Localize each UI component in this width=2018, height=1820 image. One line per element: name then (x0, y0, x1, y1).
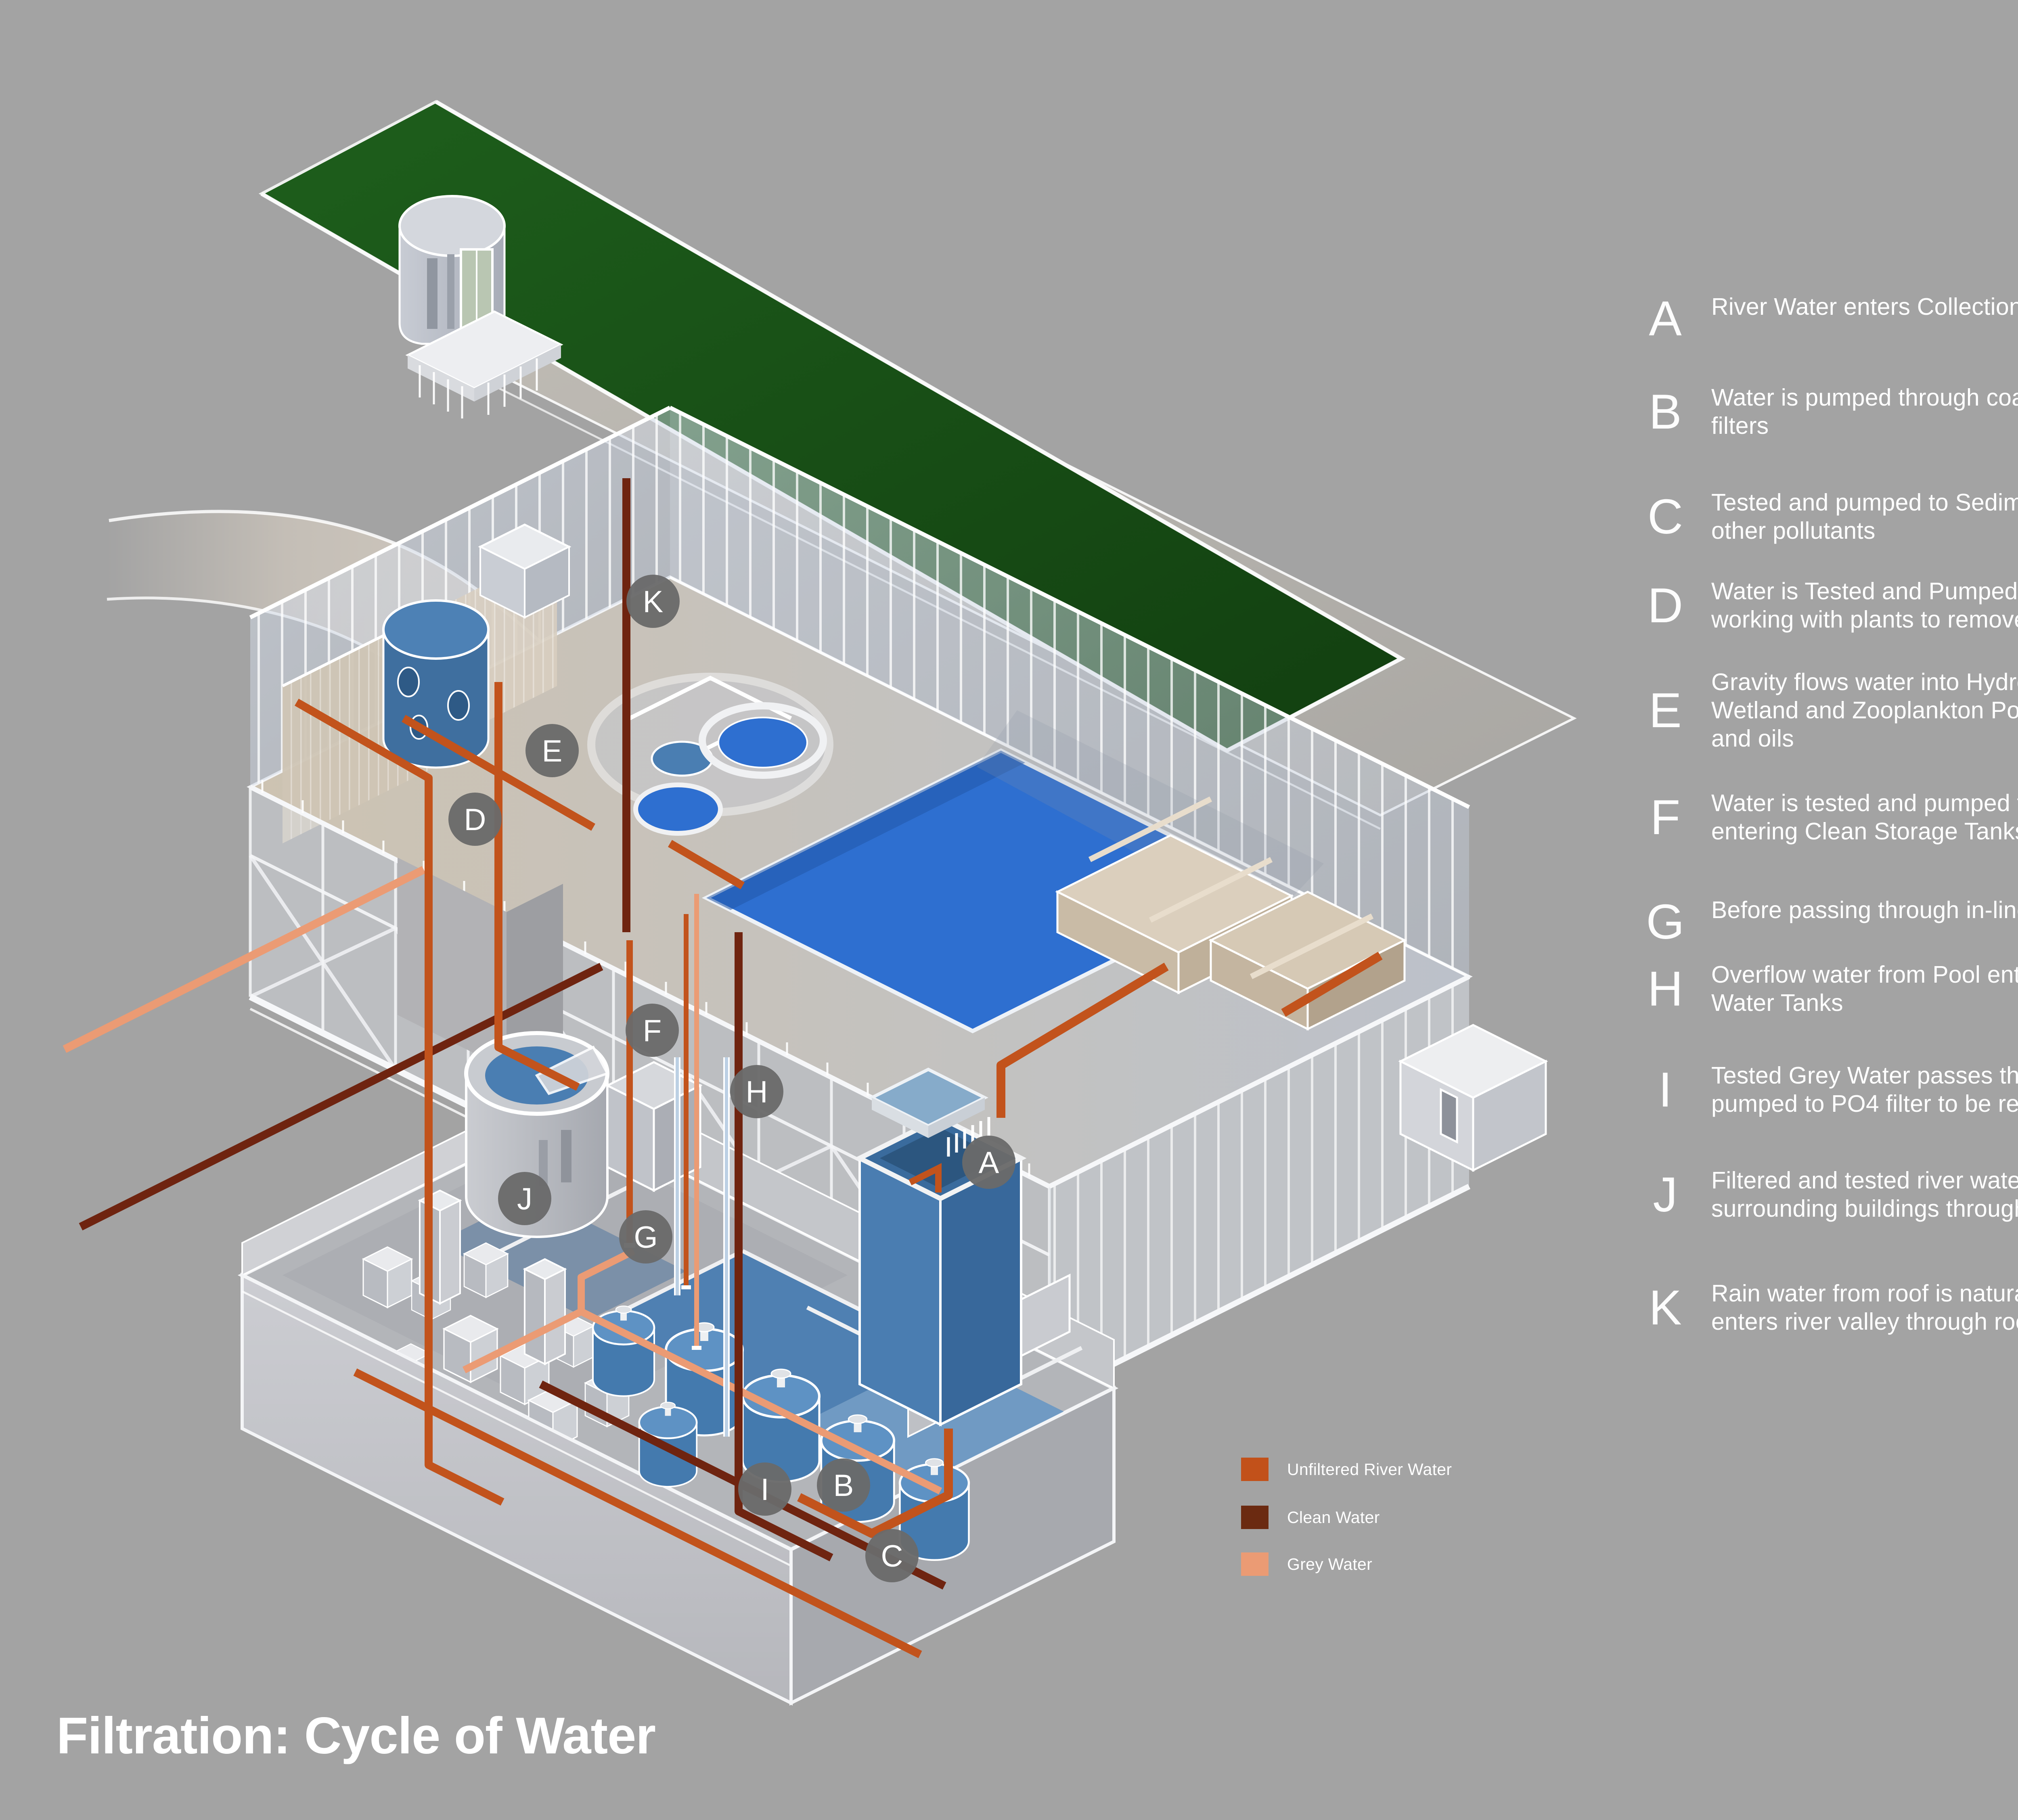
svg-text:K: K (643, 585, 664, 619)
clean-water-swatch (1241, 1506, 1269, 1529)
unfiltered-water-label: Unfiltered River Water (1287, 1460, 1452, 1479)
unfiltered-water-swatch (1241, 1458, 1269, 1481)
pipes-grey-water (63, 866, 942, 1495)
legend-text-h: Overflow water from Pool enters flushpip… (1711, 961, 2018, 1016)
legend-row-g: G Before passing through in-line coil hea… (1631, 896, 2018, 948)
svg-text:F: F (643, 1014, 662, 1048)
badge-e: E (525, 724, 579, 777)
beige-rooms (1055, 796, 1407, 1031)
sedimentation-slab (868, 1067, 988, 1138)
roof-pavilion (398, 195, 563, 418)
legend-row-c: C Tested and pumped to Sedimentation Cham… (1631, 488, 2018, 545)
legend-text-j: Filtered and tested river water goes bac… (1711, 1167, 2018, 1222)
page-title: Filtration: Cycle of Water (57, 1707, 656, 1765)
legend-letter-e: E (1649, 682, 1682, 738)
legend-text-i: Tested Grey Water passes through coarse … (1711, 1062, 2018, 1117)
legend-text-g: Before passing through in-line coil heat… (1711, 897, 2018, 923)
legend-row-grey: Grey Water (1241, 1552, 1372, 1576)
svg-text:H: H (746, 1075, 768, 1109)
legend-text-b: Water is pumped through coarse mesh stra… (1711, 384, 2018, 439)
clean-water-label: Clean Water (1287, 1508, 1380, 1527)
badge-c: C (865, 1529, 919, 1582)
svg-text:B: B (833, 1469, 854, 1503)
badge-d: D (448, 793, 502, 846)
pipes-unfiltered-water (295, 682, 1383, 1658)
svg-text:I: I (760, 1473, 769, 1507)
legend-letter-d: D (1647, 577, 1683, 633)
badge-b: B (817, 1458, 870, 1512)
legend-text-e: Gravity flows water into Hydroregeration… (1711, 669, 2018, 752)
grey-water-swatch (1241, 1552, 1269, 1576)
legend-text-c: Tested and pumped to Sedimentation Chamb… (1711, 489, 2018, 544)
svg-text:J: J (517, 1182, 532, 1216)
badge-k: K (626, 575, 680, 628)
svg-text:A: A (979, 1146, 999, 1180)
badge-j: J (498, 1172, 551, 1225)
right-annex (1398, 1024, 1548, 1172)
svg-text:G: G (634, 1220, 657, 1255)
hydro-ponds (633, 702, 827, 836)
pipes-glass-tubes (674, 1057, 730, 1437)
legend-text-d: Water is Tested and Pumped to PO4 Filtra… (1711, 578, 2018, 633)
badge-g: G (619, 1210, 672, 1264)
legend-row-i: I Tested Grey Water passes through coarse… (1631, 1061, 2018, 1118)
legend-row-clean: Clean Water (1241, 1506, 1380, 1529)
legend-letter-i: I (1658, 1062, 1672, 1117)
deck-stilts (419, 358, 538, 418)
legend-row-b: B Water is pumped through coarse mesh str… (1631, 383, 2018, 440)
legend-text-f: Water is tested and pumped through an in… (1711, 790, 2018, 845)
legend-text-a: River Water enters Collection Tower (1711, 293, 2018, 320)
legend-letter-a: A (1649, 291, 1682, 346)
legend-row-k: K Rain water from roof is naturally clean… (1631, 1279, 2018, 1336)
diagram-badges: K E D F H A J G I B C (448, 575, 1015, 1582)
svg-text:D: D (464, 803, 486, 837)
legend-row-f: F Water is tested and pumped through an i… (1631, 789, 2018, 845)
legend-text-k: Rain water from roof is naturally cleane… (1711, 1280, 2018, 1335)
green-roof (258, 100, 1406, 753)
legend-letter-g: G (1646, 894, 1685, 949)
legend-row-a: A River Water enters Collection Tower (1631, 293, 2018, 344)
legend-letter-j: J (1653, 1167, 1678, 1222)
badge-a: A (962, 1136, 1015, 1189)
roof-vestibule (478, 523, 571, 619)
legend-row-d: D Water is Tested and Pumped to PO4 Filtr… (1631, 577, 2018, 634)
badge-f: F (626, 1004, 679, 1057)
legend-row-e: E Gravity flows water into Hydroregeratio… (1631, 668, 2018, 753)
grey-water-label: Grey Water (1287, 1554, 1373, 1573)
badge-i: I (738, 1462, 791, 1516)
base-building (237, 1064, 1119, 1706)
legend-row-h: H Overflow water from Pool enters flushpi… (1631, 960, 2018, 1017)
po4-cylinder-tank (382, 599, 490, 769)
legend-letter-b: B (1649, 384, 1682, 439)
legend-letter-h: H (1647, 961, 1683, 1016)
legend-letter-c: C (1647, 489, 1683, 544)
badge-h: H (730, 1065, 783, 1118)
legend-letter-k: K (1649, 1280, 1682, 1335)
legend-row-j: J Filtered and tested river water goes ba… (1631, 1166, 2018, 1223)
legend-row-unfiltered: Unfiltered River Water (1241, 1458, 1452, 1481)
pool-level-interior (282, 523, 1407, 1033)
svg-text:E: E (542, 734, 563, 768)
right-end-wall (1048, 974, 1471, 1399)
legend-letter-f: F (1650, 789, 1681, 845)
svg-text:C: C (881, 1539, 903, 1573)
